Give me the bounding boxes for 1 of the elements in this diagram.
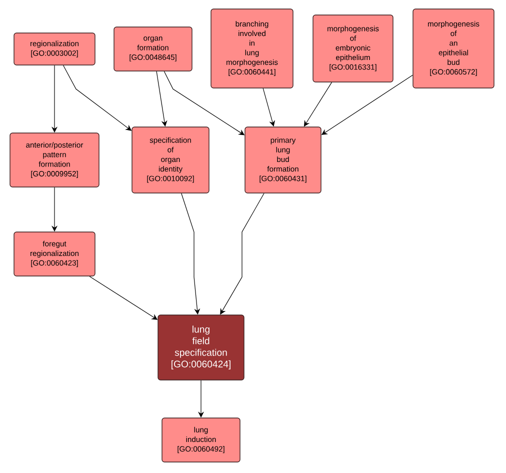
highlighted-term-box: lung field specification [GO:0060424]	[158, 314, 244, 380]
